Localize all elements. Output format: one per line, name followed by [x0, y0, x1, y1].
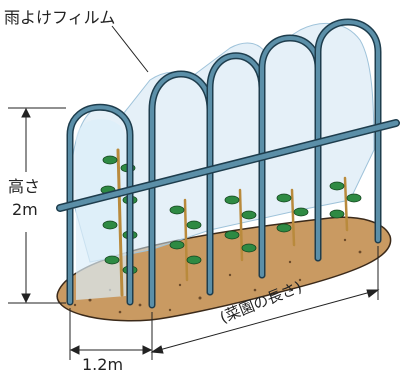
front-panel-film	[76, 119, 126, 300]
arch-pipe	[314, 18, 382, 262]
plant	[224, 188, 257, 262]
width-value: 1.2m	[82, 355, 124, 374]
plant	[329, 176, 362, 232]
crossbar	[56, 119, 400, 212]
height-label: 高さ	[8, 177, 41, 196]
height-dimension	[8, 107, 66, 304]
film-leader-line	[111, 25, 149, 73]
length-dimension	[150, 246, 380, 354]
plant	[169, 198, 202, 282]
plant	[276, 188, 309, 247]
film-label: 雨よけフィルム	[4, 8, 116, 27]
arch-pipe	[66, 103, 134, 306]
plant-row	[100, 148, 362, 297]
arch-pipes	[66, 18, 382, 309]
height-value: 2m	[12, 200, 38, 219]
width-dimension	[69, 308, 153, 360]
